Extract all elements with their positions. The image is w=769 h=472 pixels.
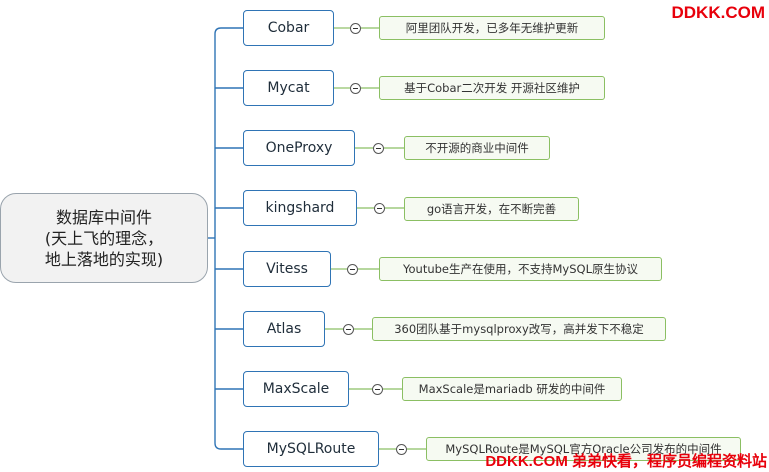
collapse-toggle-icon[interactable] [373, 143, 384, 154]
root-subtitle-2: 地上落地的实现) [44, 249, 164, 269]
collapse-toggle-icon[interactable] [343, 324, 354, 335]
topic-node-mycat[interactable]: Mycat [243, 70, 334, 106]
watermark-top: DDKK.COM [671, 3, 766, 22]
topic-label: kingshard [265, 200, 335, 216]
note-text: 360团队基于mysqlproxy改写，高并发下不稳定 [394, 322, 644, 336]
topic-label: Atlas [266, 321, 302, 337]
note-oneproxy[interactable]: 不开源的商业中间件 [404, 136, 550, 160]
collapse-toggle-icon[interactable] [350, 83, 361, 94]
topic-node-cobar[interactable]: Cobar [243, 10, 334, 46]
topic-label: Cobar [267, 20, 310, 36]
note-text: Youtube生产在使用，不支持MySQL原生协议 [403, 262, 638, 276]
topic-node-kingshard[interactable]: kingshard [243, 190, 357, 226]
note-text: go语言开发，在不断完善 [426, 202, 557, 216]
note-maxscale[interactable]: MaxScale是mariadb 研发的中间件 [402, 377, 622, 401]
topic-node-atlas[interactable]: Atlas [243, 311, 325, 347]
branch-connector [214, 442, 243, 450]
topic-label: MaxScale [262, 381, 330, 397]
topic-node-oneproxy[interactable]: OneProxy [243, 130, 355, 166]
note-text: 阿里团队开发，已多年无维护更新 [405, 21, 579, 35]
collapse-toggle-icon[interactable] [396, 444, 407, 455]
root-topic[interactable]: 数据库中间件 (天上飞的理念， 地上落地的实现) [0, 193, 208, 283]
topic-node-vitess[interactable]: Vitess [243, 251, 331, 287]
note-cobar[interactable]: 阿里团队开发，已多年无维护更新 [379, 16, 605, 40]
topic-node-maxscale[interactable]: MaxScale [243, 371, 349, 407]
note-text: MaxScale是mariadb 研发的中间件 [418, 382, 606, 396]
topic-label: Mycat [267, 80, 310, 96]
collapse-toggle-icon[interactable] [350, 23, 361, 34]
watermark-bottom: DDKK.COM 弟弟快看，程序员编程资料站 [485, 453, 767, 470]
collapse-toggle-icon[interactable] [374, 203, 385, 214]
topic-label: Vitess [266, 261, 308, 277]
topic-node-mysqlroute[interactable]: MySQLRoute [243, 431, 379, 467]
branch-connector [214, 27, 243, 35]
note-kingshard[interactable]: go语言开发，在不断完善 [404, 197, 579, 221]
note-text: 不开源的商业中间件 [425, 141, 529, 155]
topic-label: OneProxy [265, 140, 333, 156]
topic-label: MySQLRoute [266, 441, 356, 457]
note-text: 基于Cobar二次开发 开源社区维护 [404, 81, 580, 95]
note-vitess[interactable]: Youtube生产在使用，不支持MySQL原生协议 [379, 257, 662, 281]
note-mysqlroute[interactable]: MySQLRoute是MySQL官方Oracle公司发布的中间件 [426, 437, 741, 461]
collapse-toggle-icon[interactable] [372, 384, 383, 395]
root-subtitle-1: (天上飞的理念， [44, 228, 164, 248]
note-mycat[interactable]: 基于Cobar二次开发 开源社区维护 [379, 76, 605, 100]
note-text: MySQLRoute是MySQL官方Oracle公司发布的中间件 [445, 442, 722, 456]
root-title: 数据库中间件 [55, 207, 152, 227]
collapse-toggle-icon[interactable] [347, 264, 358, 275]
note-atlas[interactable]: 360团队基于mysqlproxy改写，高并发下不稳定 [372, 317, 666, 341]
